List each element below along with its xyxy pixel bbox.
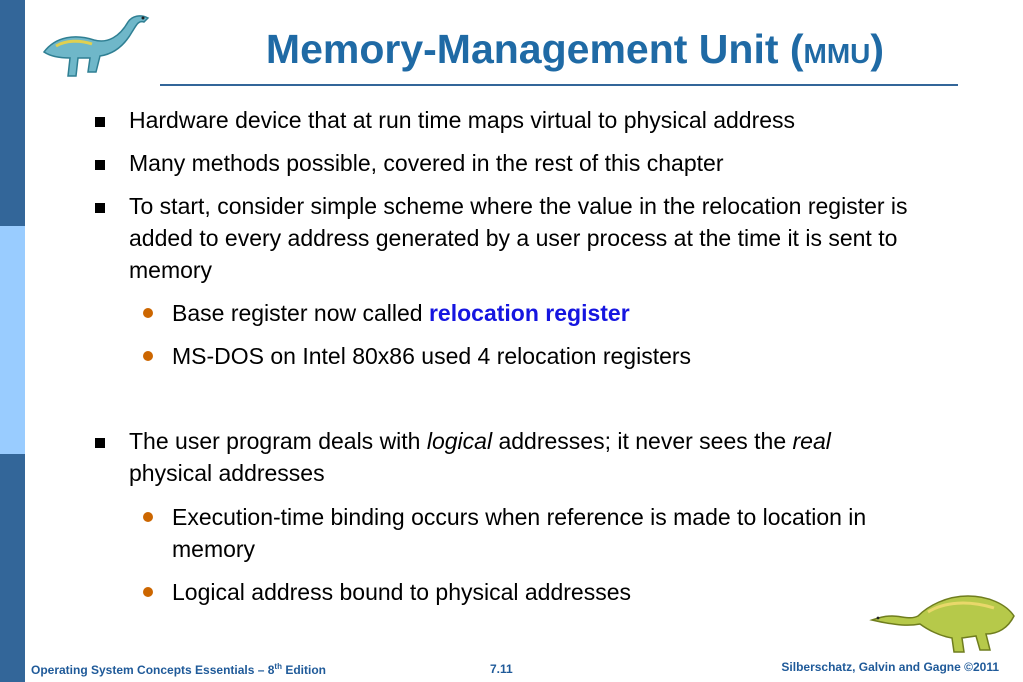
footer-edition-text: Edition [281, 663, 326, 677]
title-close: ) [870, 26, 885, 72]
slide-title: Memory-Management Unit (MMU) [160, 26, 990, 73]
title-divider [160, 84, 958, 86]
bullet-text: physical addresses [129, 460, 325, 486]
logical-term: logical [426, 428, 493, 454]
real-term: real [792, 428, 831, 454]
square-bullet-icon [95, 203, 105, 213]
sub-bullet-text: Base register now called [172, 300, 429, 326]
round-bullet-icon [143, 512, 153, 522]
bullet-item: To start, consider simple scheme where t… [129, 193, 908, 283]
footer-book-title: Operating System Concepts Essentials – 8… [31, 662, 326, 677]
square-bullet-icon [95, 438, 105, 448]
sidebar-segment-bottom [0, 454, 25, 682]
dinosaur-logo-icon [42, 15, 150, 77]
square-bullet-icon [95, 117, 105, 127]
round-bullet-icon [143, 587, 153, 597]
bullet-item: The user program deals with logical addr… [129, 425, 909, 489]
sub-bullet-item: MS-DOS on Intel 80x86 used 4 relocation … [172, 343, 692, 369]
square-bullet-icon [95, 160, 105, 170]
title-abbr: MMU [803, 38, 871, 69]
sub-bullet-item: Logical address bound to physical addres… [172, 579, 632, 605]
dinosaur-footer-icon [869, 595, 1015, 653]
title-main: Memory-Management Unit ( [265, 26, 804, 72]
page-number: 7.11 [490, 662, 513, 676]
round-bullet-icon [143, 308, 153, 318]
sub-bullet-item: Execution-time binding occurs when refer… [172, 504, 867, 562]
relocation-register-term: relocation register [428, 300, 630, 326]
sub-bullet-item: Base register now called relocation regi… [172, 297, 932, 329]
footer-book-text: Operating System Concepts Essentials – 8 [31, 663, 275, 677]
bullet-text: addresses; it never sees the [492, 428, 793, 454]
left-sidebar [0, 0, 25, 682]
sidebar-segment-middle [0, 226, 25, 454]
bullet-text: The user program deals with [129, 428, 427, 454]
slide-body: Hardware device that at run time maps vi… [95, 107, 932, 605]
footer-authors: Silberschatz, Galvin and Gagne ©2011 [781, 660, 999, 674]
bullet-item: Hardware device that at run time maps vi… [129, 107, 796, 133]
round-bullet-icon [143, 351, 153, 361]
bullet-item: Many methods possible, covered in the re… [129, 150, 724, 176]
sidebar-segment-top [0, 0, 25, 226]
footer-superscript: th [274, 662, 282, 671]
